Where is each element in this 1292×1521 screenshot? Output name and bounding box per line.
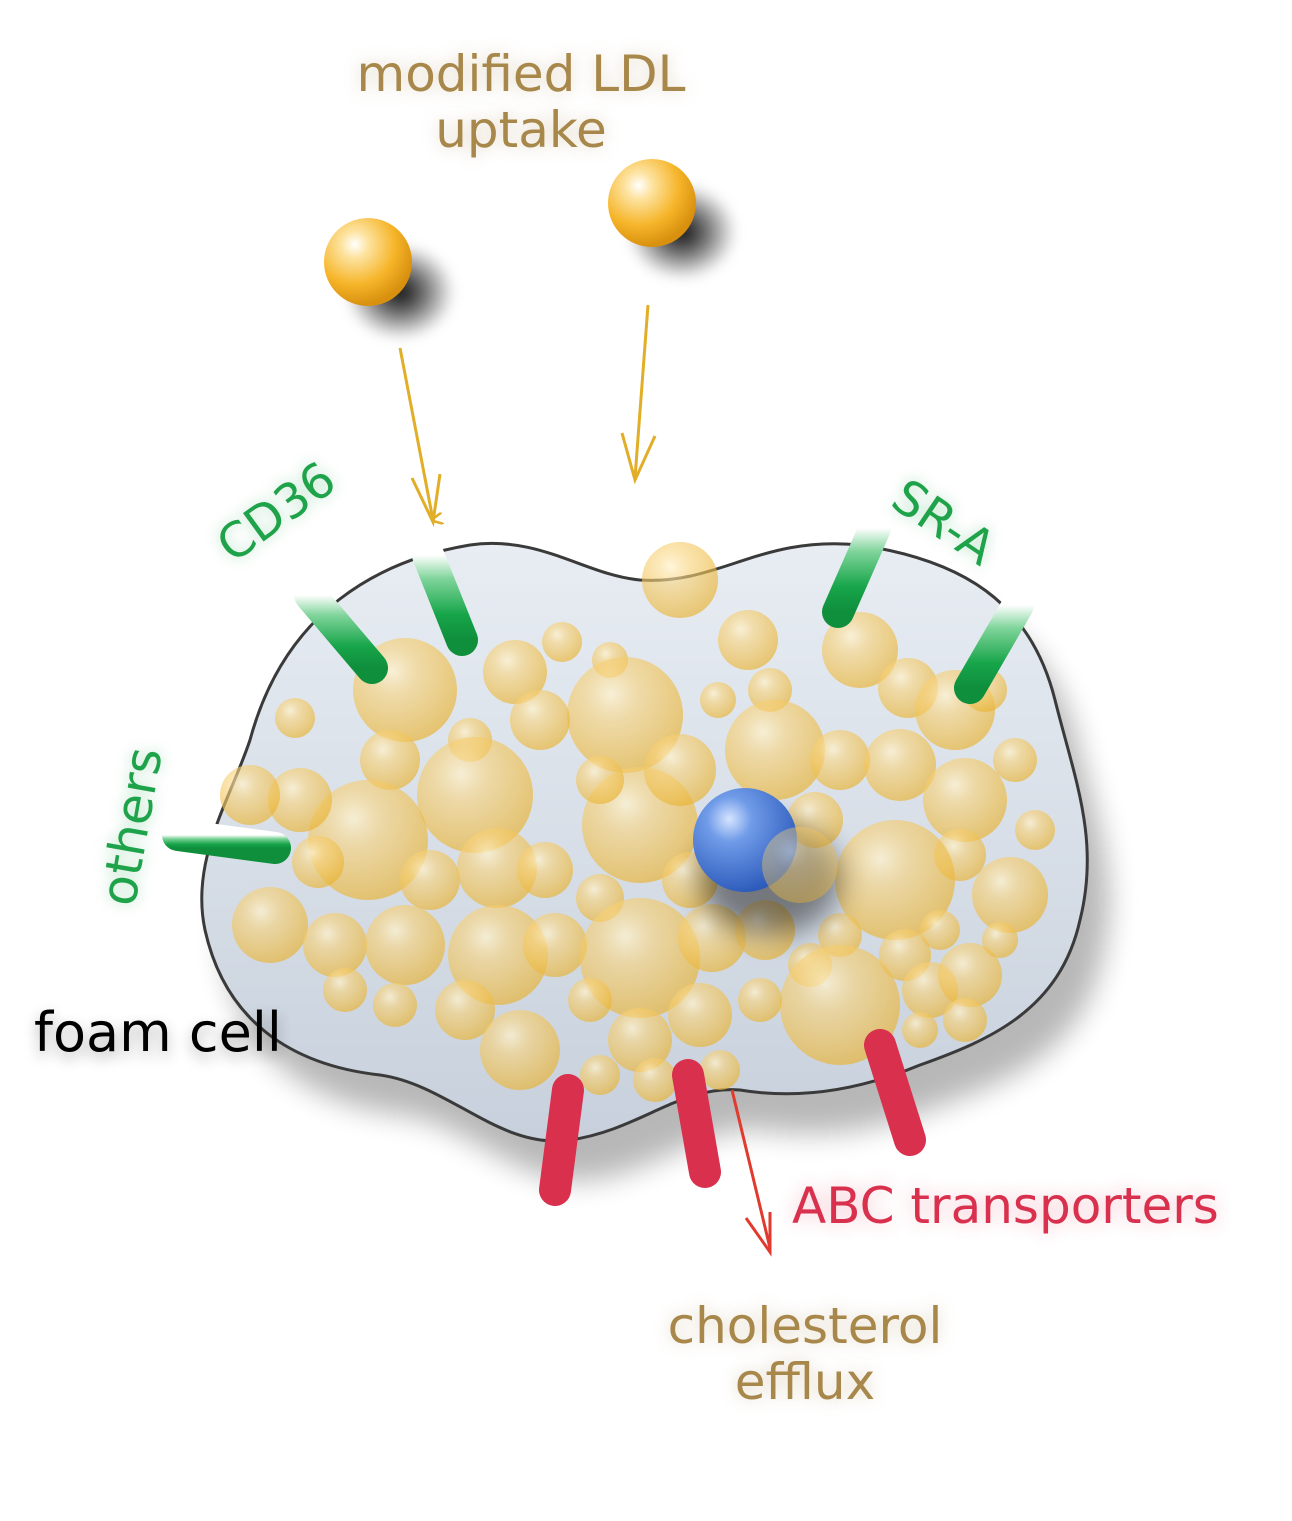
lipid-droplet-icon [457,828,537,908]
lipid-droplet-icon [993,738,1037,782]
receptor-icon [162,819,291,864]
lipid-droplet-icon [517,842,573,898]
uptake-arrow-left [398,347,433,520]
receptor-icon [294,579,388,684]
lipid-droplet-icon [943,998,987,1042]
uptake-label: modified LDL uptake [326,46,716,158]
ldl-particle-icon [324,218,412,306]
lipid-droplet-icon [718,610,778,670]
ldl-particle-icon [608,159,696,247]
lipid-droplet-icon [448,905,548,1005]
lipid-droplet-icon [902,1012,938,1048]
lipid-droplet-icon [700,682,736,718]
lipid-droplet-icon [568,978,612,1022]
efflux-label: cholesterol efflux [640,1298,970,1410]
lipid-droplet-icon [435,980,495,1040]
lipid-droplet-icon [938,943,1002,1007]
abc-transporters-label: ABC transporters [792,1177,1219,1235]
lipid-droplet-icon [738,978,782,1022]
lipid-droplet-icon [523,913,587,977]
lipid-droplet-icon [982,922,1018,958]
efflux-label-line1: cholesterol [667,1297,943,1355]
lipid-droplet-icon [275,698,315,738]
foam-cell-label: foam cell [34,1001,282,1064]
lipid-droplet-icon [1015,810,1055,850]
lipid-droplet-icon [323,968,367,1012]
lipid-droplet-icon [644,734,716,806]
lipid-droplet-icon [483,640,547,704]
receptor-icon [954,589,1034,704]
lipid-droplet-icon [762,827,838,903]
lipid-droplet-icon [232,887,308,963]
lipid-droplet-icon [642,542,718,618]
lipid-droplet-icon [700,1050,740,1090]
efflux-arrowhead [744,1212,772,1257]
lipid-droplet-icon [365,905,445,985]
lipid-droplet-icon [400,850,460,910]
receptor-icon [822,512,891,628]
lipid-droplet-icon [725,700,825,800]
lipid-droplet-icon [972,857,1048,933]
lipid-droplets [220,542,1055,1102]
lipid-droplet-icon [510,690,570,750]
lipid-droplet-icon [835,820,955,940]
lipid-droplet-icon [567,657,683,773]
transporter-icon [864,1029,926,1156]
lipid-droplet-icon [608,1008,672,1072]
receptors [162,489,1034,864]
abc-transporters [539,1029,926,1206]
lipid-droplet-icon [373,983,417,1027]
transporter-icon [539,1074,584,1206]
lipid-droplet-icon [542,622,582,662]
lipid-droplet-icon [268,768,332,832]
lipid-droplet-icon [920,910,960,950]
lipid-droplet-icon [818,913,862,957]
lipid-droplet-icon [417,737,533,853]
lipid-droplet-icon [864,729,936,801]
receptor-icon [412,539,478,656]
lipid-droplet-icon [923,758,1007,842]
uptake-label-line2: uptake [435,101,607,159]
lipid-droplet-icon [576,756,624,804]
uptake-arrow-right [633,304,650,479]
lipid-droplet-icon [480,1010,560,1090]
lipid-droplet-icon [303,913,367,977]
uptake-arrowhead-right [620,432,657,485]
transporter-icon [672,1059,721,1188]
ldl-particles [324,159,737,340]
lipid-droplet-icon [668,983,732,1047]
lipid-droplet-icon [580,1055,620,1095]
efflux-arrow [730,1089,772,1249]
lipid-droplet-icon [810,730,870,790]
lipid-droplet-icon [220,765,280,825]
lipid-droplet-icon [633,1058,677,1102]
uptake-arrowhead-left [410,473,442,528]
lipid-droplet-icon [292,836,344,888]
lipid-droplet-icon [360,730,420,790]
efflux-label-line2: efflux [734,1353,876,1411]
lipid-droplet-icon [822,612,898,688]
lipid-droplet-icon [580,898,700,1018]
uptake-label-line1: modified LDL [356,45,686,103]
